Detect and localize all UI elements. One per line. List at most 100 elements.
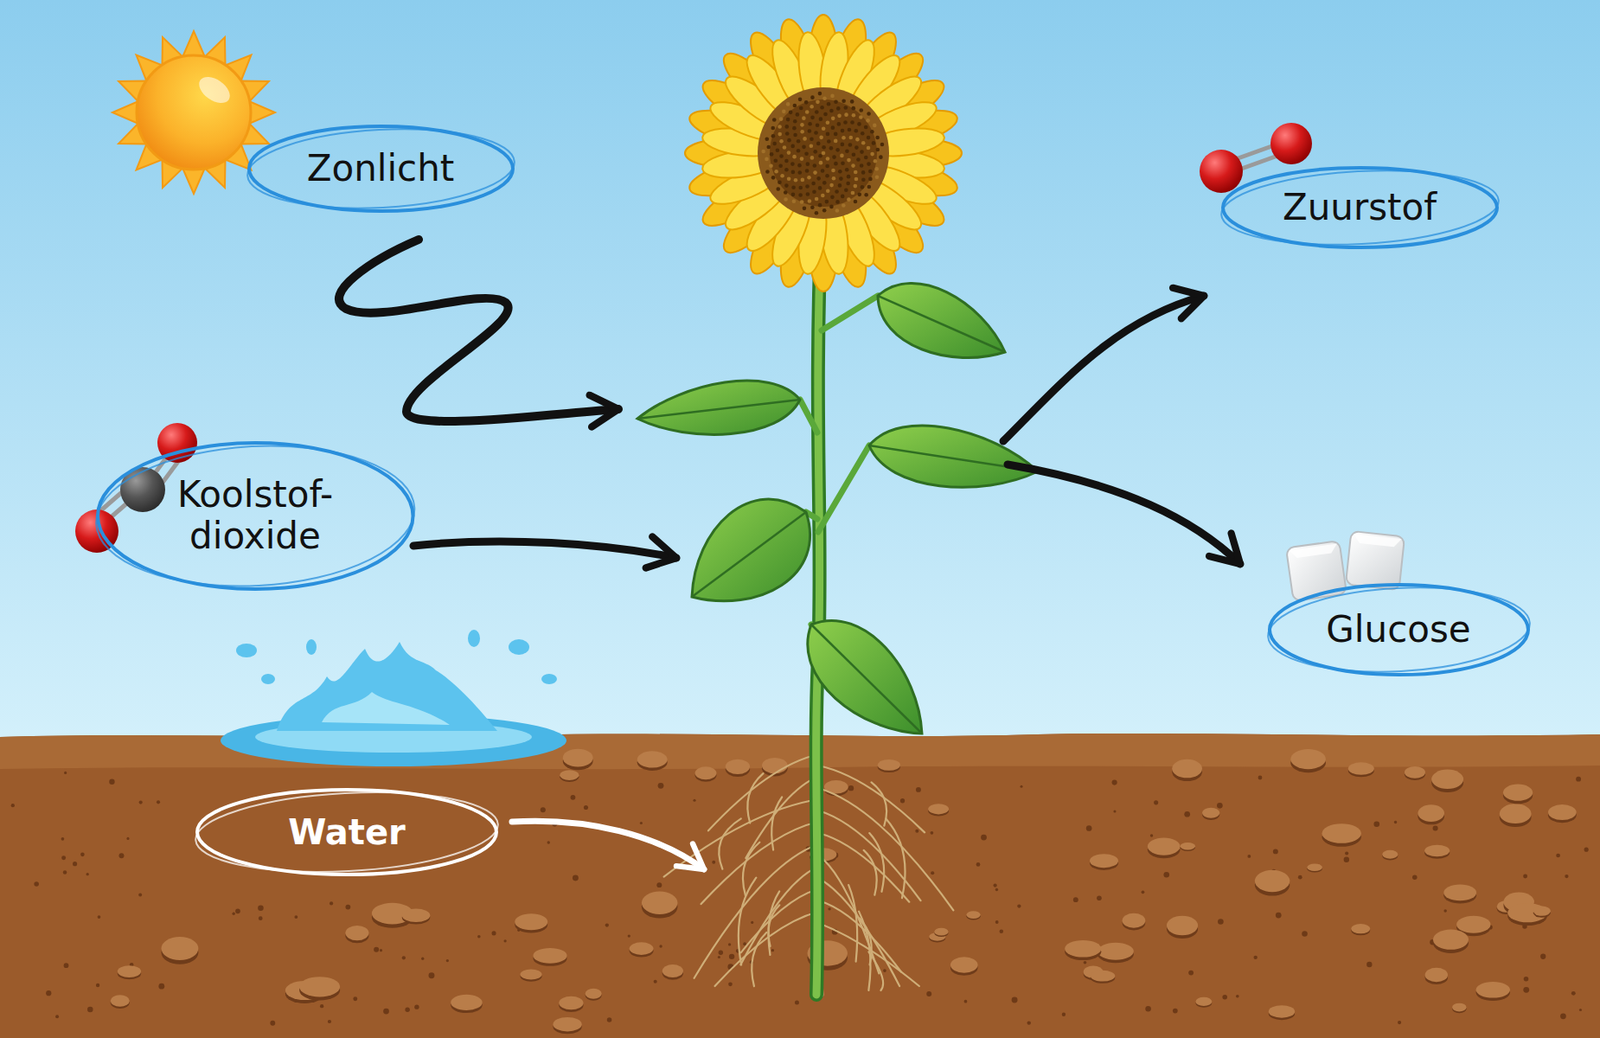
seed bbox=[866, 135, 871, 141]
soil-speck bbox=[1394, 820, 1397, 824]
ground bbox=[0, 733, 1600, 1038]
soil-speck bbox=[930, 831, 935, 835]
sky bbox=[0, 0, 1600, 744]
seed bbox=[841, 135, 846, 141]
root bbox=[768, 904, 781, 947]
stone-top bbox=[1404, 766, 1426, 779]
root bbox=[747, 773, 763, 823]
seed bbox=[868, 177, 873, 182]
stone-top bbox=[110, 994, 130, 1006]
seed bbox=[825, 188, 831, 193]
soil-speck bbox=[999, 928, 1005, 934]
seed bbox=[871, 140, 877, 146]
seed bbox=[844, 167, 850, 173]
leaf-midrib bbox=[691, 512, 807, 597]
soil-speck bbox=[492, 930, 497, 935]
seed bbox=[821, 126, 826, 131]
sugar-cube bbox=[1286, 540, 1347, 602]
seed bbox=[761, 149, 766, 154]
splash bbox=[276, 641, 498, 731]
soil-speck bbox=[848, 785, 854, 791]
stone-top bbox=[928, 803, 949, 814]
soil-speck bbox=[108, 779, 115, 785]
soil-speck bbox=[85, 872, 89, 876]
soil-speck bbox=[692, 799, 696, 802]
root bbox=[868, 951, 884, 991]
soil-speck bbox=[729, 953, 735, 960]
stone bbox=[966, 910, 980, 920]
seed bbox=[854, 145, 859, 150]
seed bbox=[809, 144, 814, 149]
seed bbox=[859, 163, 864, 168]
seed bbox=[790, 144, 795, 149]
seed bbox=[835, 199, 840, 205]
stone bbox=[117, 965, 141, 980]
seed bbox=[847, 128, 852, 133]
seed bbox=[840, 128, 845, 134]
seed bbox=[834, 189, 839, 194]
stone bbox=[629, 941, 654, 957]
seed bbox=[810, 95, 815, 100]
droplet bbox=[541, 673, 557, 685]
soil-speck bbox=[320, 1004, 324, 1008]
seed bbox=[861, 177, 866, 182]
soil-speck bbox=[658, 782, 665, 789]
soil-speck bbox=[750, 921, 754, 924]
stone bbox=[563, 748, 594, 770]
soil-speck bbox=[540, 806, 546, 813]
ellipse-stroke bbox=[193, 785, 500, 879]
root bbox=[768, 890, 780, 955]
cube-face bbox=[1345, 531, 1405, 590]
seed bbox=[850, 99, 855, 104]
stone-top bbox=[934, 928, 948, 936]
seed bbox=[880, 142, 885, 148]
seed bbox=[786, 117, 791, 122]
seed bbox=[833, 139, 839, 144]
soil-speck bbox=[1397, 1020, 1402, 1024]
stone bbox=[1425, 967, 1448, 985]
soil-speck bbox=[96, 983, 100, 987]
node-label: Glucose bbox=[1325, 608, 1471, 651]
seed bbox=[840, 194, 845, 199]
stone-top bbox=[950, 956, 979, 973]
soil-speck bbox=[1096, 895, 1102, 901]
seed bbox=[784, 183, 789, 188]
seed bbox=[788, 110, 794, 116]
seed bbox=[846, 174, 852, 180]
seed bbox=[857, 192, 862, 198]
seed bbox=[770, 126, 775, 131]
stone-top bbox=[1417, 804, 1445, 822]
seed bbox=[772, 141, 777, 147]
stone-top bbox=[1452, 1003, 1466, 1012]
soil-speck bbox=[995, 888, 999, 891]
seed bbox=[814, 197, 820, 202]
root bbox=[751, 932, 767, 986]
soil-speck bbox=[711, 860, 716, 864]
output-ellipse: Zuurstof bbox=[1219, 164, 1501, 251]
soil-speck bbox=[258, 915, 263, 921]
seed bbox=[793, 103, 798, 109]
seed bbox=[796, 148, 801, 154]
seed bbox=[805, 184, 810, 189]
seed bbox=[841, 98, 846, 103]
seed bbox=[815, 122, 820, 128]
stone-top bbox=[117, 965, 141, 978]
stone-top bbox=[1425, 967, 1448, 982]
soil-speck bbox=[158, 983, 165, 990]
leaf bbox=[691, 499, 818, 602]
soil-speck bbox=[915, 829, 919, 833]
soil-speck bbox=[827, 907, 831, 910]
seed bbox=[797, 170, 802, 175]
sun-ray bbox=[249, 101, 276, 124]
seed bbox=[864, 125, 869, 130]
seed bbox=[831, 116, 836, 122]
seed bbox=[822, 208, 827, 213]
seed bbox=[836, 106, 841, 111]
seed bbox=[825, 156, 831, 161]
stone bbox=[559, 769, 579, 782]
seed bbox=[825, 173, 830, 179]
stone-top bbox=[1533, 906, 1551, 916]
stone bbox=[641, 891, 679, 919]
root bbox=[859, 918, 872, 966]
soil-speck bbox=[728, 942, 731, 946]
